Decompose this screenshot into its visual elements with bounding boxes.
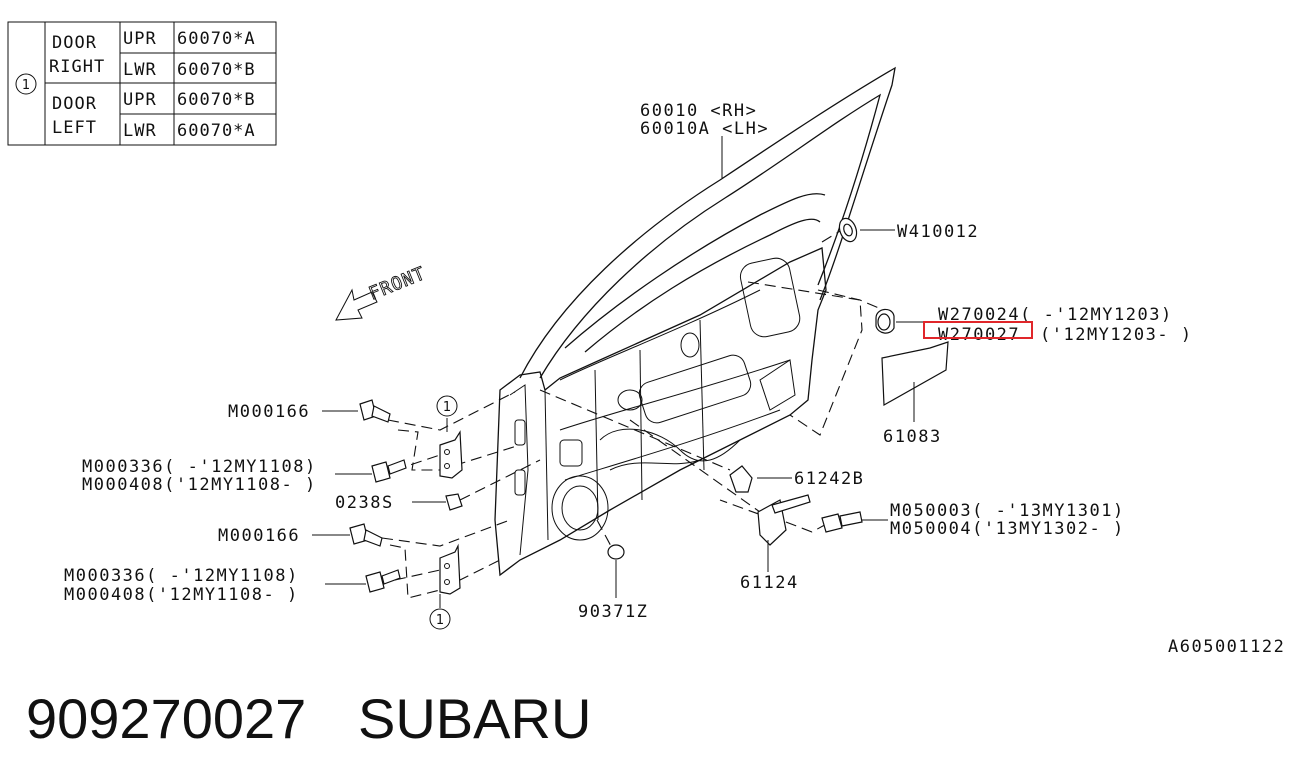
legend-door-left-1: DOOR [52,94,97,114]
grommet-90371z [607,544,625,560]
legend-marker: 1 [22,78,30,93]
legend-pos-2: LWR [123,60,157,80]
plug-w270024 [875,308,895,334]
label-m050003: M050003( -'13MY1301) [890,501,1125,521]
legend-part-3: 60070*B [177,90,256,110]
bolt-m000166-top [359,399,391,423]
nut-0238s [445,493,463,511]
leader-lines [312,136,936,608]
label-61124: 61124 [740,573,799,593]
assembly-lines [381,227,889,599]
label-m000166-bot: M000166 [218,526,300,546]
highlight-box-w270027 [923,321,1033,339]
label-61242b: 61242B [794,469,864,489]
label-0238s: 0238S [335,493,394,513]
door-panel [494,66,896,577]
figure-id: A605001122 [1168,637,1285,657]
label-w270027-code: W270027 [938,325,1020,345]
label-w410012: W410012 [897,222,979,242]
legend-pos-3: UPR [123,90,157,110]
legend-door-right-1: DOOR [52,33,97,53]
label-door-rh: 60010 <RH> [640,101,757,121]
callout-labels: 60010 <RH> 60010A <LH> W410012 W270024( … [64,101,1193,630]
hinge-marker-top-circle [436,395,458,417]
legend-door-left-2: LEFT [52,118,97,138]
hinge-upper [439,430,463,479]
label-m000336-top: M000336( -'12MY1108) [82,457,317,477]
bolt-m050003 [821,511,863,533]
clip-61242b [729,465,753,493]
legend-part-4: 60070*A [177,121,256,141]
legend-table: 1 DOOR RIGHT DOOR LEFT UPR LWR UPR LWR 6… [7,21,277,146]
label-w270024: W270024( -'12MY1203) [938,305,1173,325]
label-m000336-bot: M000336( -'12MY1108) [64,566,299,586]
bolt-m000166-bot [349,523,383,547]
hardware-parts [349,217,949,595]
legend-pos-1: UPR [123,29,157,49]
pad-61083 [881,341,949,407]
label-w270027-rest: ('12MY1203- ) [1040,325,1193,345]
caption-brand: SUBARU [358,687,591,750]
hinge-marker-bot: 1 [436,613,444,628]
label-90371z: 90371Z [578,602,648,622]
label-61083: 61083 [883,427,942,447]
legend-door-right-2: RIGHT [49,57,105,77]
front-label: FRONT [366,263,429,305]
label-door-lh: 60010A <LH> [640,119,769,139]
label-m000408-bot: M000408('12MY1108- ) [64,585,299,605]
bolt-m000336-top [371,459,407,483]
label-m050004: M050004('13MY1302- ) [890,519,1125,539]
grommet-w410012 [838,217,858,243]
legend-part-2: 60070*B [177,60,256,80]
label-m000408-top: M000408('12MY1108- ) [82,475,317,495]
label-m000166-top: M000166 [228,402,310,422]
legend-marker-circle [15,73,37,95]
striker-61124 [757,494,811,546]
front-arrow: FRONT [335,263,429,321]
legend-part-1: 60070*A [177,29,256,49]
hinge-marker-top: 1 [443,400,451,415]
caption-part-number: 909270027 [26,687,306,750]
bolt-m000336-bot [365,569,401,593]
legend-pos-4: LWR [123,121,157,141]
hinge-marker-bot-circle [429,608,451,630]
hinge-lower [439,543,461,595]
